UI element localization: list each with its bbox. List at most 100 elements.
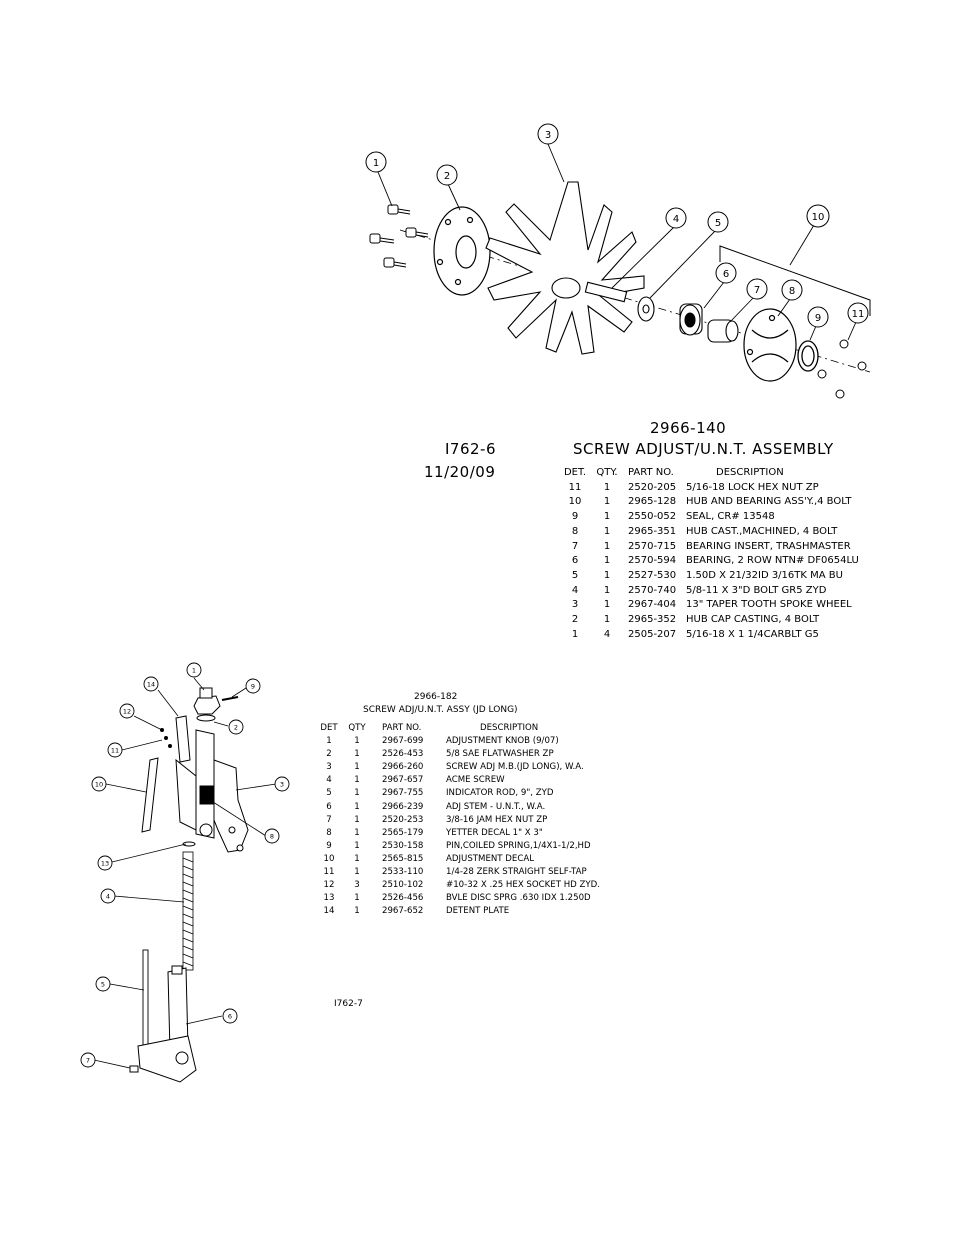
cell-det: 6 [571, 555, 579, 567]
cell-det: 5 [571, 569, 579, 581]
cell-desc: BEARING INSERT, TRASHMASTER [686, 540, 851, 552]
cell-desc: ADJUSTMENT KNOB (9/07) [446, 736, 559, 747]
cell-part: 2550-052 [628, 511, 677, 523]
cell-det: 7 [326, 814, 332, 825]
callout-label: 13 [101, 860, 109, 868]
wheel-assembly-drawing: 1 2 3 4 5 6 7 8 9 10 11 [340, 100, 900, 420]
wheel-assembly-svg: 1 2 3 4 5 6 7 8 9 10 11 [365, 123, 871, 399]
cell-desc: ACME SCREW [446, 775, 505, 786]
column-header: QTY [348, 723, 366, 733]
cell-qty: 1 [354, 814, 360, 825]
cell-det: 11 [323, 867, 335, 878]
cell-desc: DETENT PLATE [446, 906, 510, 917]
cell-det: 11 [568, 481, 582, 493]
lock-nut-icon [817, 339, 867, 399]
cell-det: 10 [323, 853, 335, 864]
callout-label: 11 [111, 747, 119, 755]
cell-part: 2570-594 [628, 555, 677, 567]
cell-det: 2 [326, 749, 332, 760]
cell-desc: HUB CAP CASTING, 4 BOLT [686, 614, 820, 626]
adj-stem-icon [137, 965, 197, 1083]
cell-desc: ADJUSTMENT DECAL [446, 853, 534, 864]
cell-desc: BVLE DISC SPRG .630 IDX 1.250D [446, 893, 591, 904]
bottom-drawing-ref: I762-7 [334, 999, 363, 1009]
callout-label: 4 [673, 214, 679, 225]
assembly-part-number: 2966-140 [650, 419, 727, 437]
callout-label: 8 [270, 833, 274, 841]
cell-det: 4 [326, 775, 332, 786]
callout-label: 7 [754, 285, 760, 296]
cell-part: 2570-715 [628, 540, 677, 552]
callout-label: 3 [280, 781, 284, 789]
cell-det: 8 [571, 525, 579, 537]
cell-part: 2510-102 [382, 880, 424, 891]
cell-desc: SEAL, CR# 13548 [686, 511, 775, 523]
cell-part: 2520-205 [628, 481, 677, 493]
column-header: DESCRIPTION [480, 723, 539, 733]
cell-part: 2965-352 [628, 614, 677, 626]
jam-nut-icon [129, 1065, 139, 1073]
callout-label: 8 [789, 286, 795, 297]
carriage-bolt-icon [369, 204, 429, 268]
cell-qty: 3 [354, 880, 360, 891]
hub-casting-icon [743, 308, 797, 382]
cell-desc: HUB CAST.,MACHINED, 4 BOLT [686, 525, 838, 537]
cell-det: 1 [326, 736, 332, 747]
cell-qty: 1 [603, 511, 611, 523]
cell-det: 9 [571, 511, 579, 523]
bushing-icon [637, 296, 655, 322]
callout-label: 6 [723, 269, 729, 280]
callout-label: 4 [106, 893, 110, 901]
cell-qty: 1 [354, 775, 360, 786]
adjustment-decal-icon [141, 757, 159, 833]
cell-qty: 1 [603, 569, 611, 581]
adjustment-knob-icon [193, 687, 221, 722]
cell-desc: YETTER DECAL 1" X 3" [446, 827, 543, 838]
cell-qty: 1 [354, 893, 360, 904]
cell-det: 3 [326, 762, 332, 773]
cell-part: 2967-404 [628, 599, 677, 611]
cell-part: 2565-815 [382, 853, 424, 864]
cell-qty: 1 [603, 525, 611, 537]
cell-qty: 1 [354, 906, 360, 917]
cell-qty: 1 [354, 749, 360, 760]
cell-part: 2533-110 [382, 867, 424, 878]
callout-label: 5 [715, 218, 721, 229]
callout-label: 2 [234, 724, 238, 732]
cell-desc: 5/8-11 X 3"D BOLT GR5 ZYD [686, 584, 827, 596]
bearing-icon [679, 303, 703, 336]
drawing-date: 11/20/09 [424, 463, 496, 481]
cell-part: 2967-657 [382, 775, 424, 786]
cell-det: 4 [571, 584, 579, 596]
cell-part: 2527-530 [628, 569, 677, 581]
indicator-rod-icon [142, 949, 149, 1051]
bottom-assembly-title: SCREW ADJ/U.N.T. ASSY (JD LONG) [363, 705, 518, 715]
cell-desc: 5/16-18 X 1 1/4CARBLT G5 [686, 628, 819, 640]
cell-desc: BEARING, 2 ROW NTN# DF0654LU [686, 555, 859, 567]
column-header: PART NO. [382, 723, 422, 733]
cell-qty: 1 [354, 788, 360, 799]
hex-socket-screw-icon [160, 728, 172, 748]
assembly-title: SCREW ADJUST/U.N.T. ASSEMBLY [573, 440, 834, 458]
screw-adjust-drawing: 1 2 3 4 5 6 7 8 9 10 11 12 13 14 [80, 655, 300, 1085]
cell-det: 6 [326, 801, 332, 812]
cell-part: 2967-699 [382, 736, 424, 747]
callout-label: 6 [228, 1013, 232, 1021]
callout-label: 9 [815, 313, 821, 324]
cell-qty: 1 [603, 614, 611, 626]
hub-bearing-bracket [719, 245, 871, 316]
cell-qty: 1 [354, 762, 360, 773]
callout-circles [80, 662, 290, 1068]
column-header: DESCRIPTION [716, 467, 784, 478]
